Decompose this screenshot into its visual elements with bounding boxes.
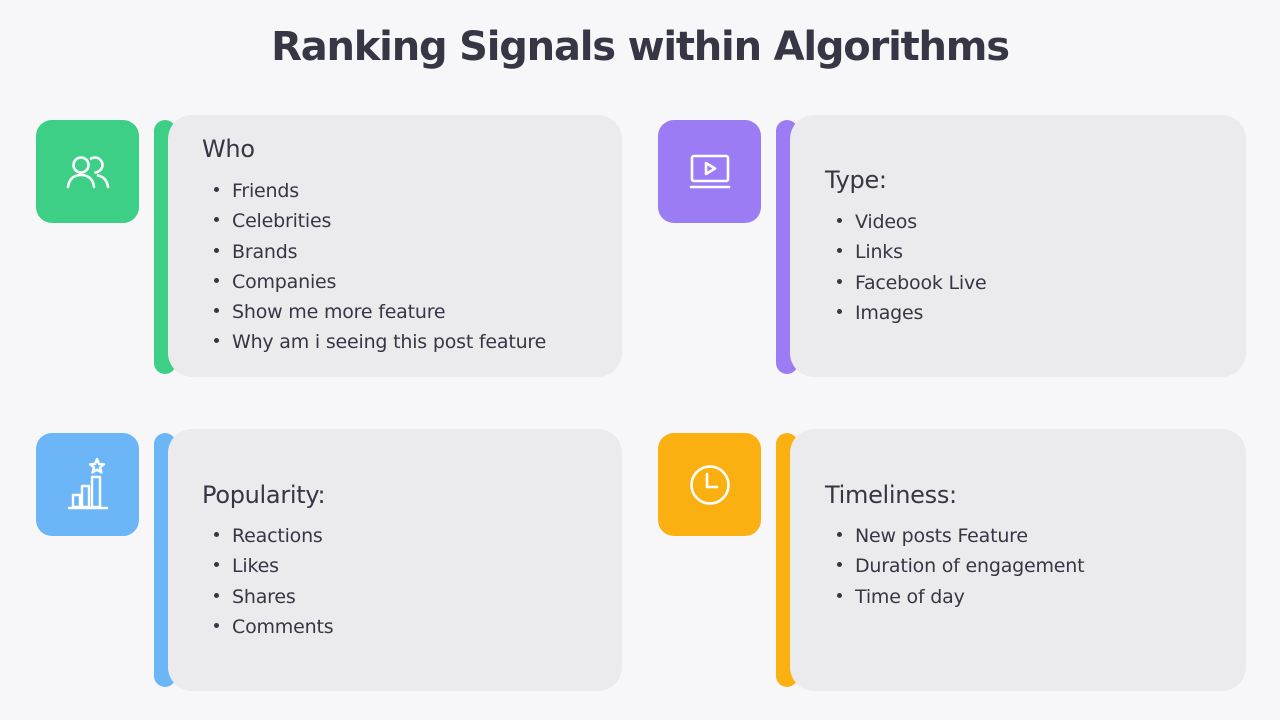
list-item: Shares [212, 582, 333, 612]
who-card: Who Friends Celebrities Brands Companies… [168, 115, 622, 377]
list-item: Friends [212, 176, 546, 206]
timeliness-list: New posts Feature Duration of engagement… [835, 521, 1085, 612]
list-item: Brands [212, 237, 546, 267]
list-item: Why am i seeing this post feature [212, 327, 546, 357]
bar-chart-star-icon [67, 457, 108, 509]
type-heading: Type: [825, 166, 887, 194]
clock-icon [689, 464, 730, 505]
users-icon [66, 155, 109, 188]
popularity-heading: Popularity: [202, 481, 326, 509]
who-heading: Who [202, 135, 255, 163]
list-item: Likes [212, 551, 333, 581]
list-item: Images [835, 298, 987, 328]
type-list: Videos Links Facebook Live Images [835, 207, 987, 328]
list-item: Duration of engagement [835, 551, 1085, 581]
list-item: Celebrities [212, 206, 546, 236]
list-item: Time of day [835, 582, 1084, 612]
popularity-card: Popularity: Reactions Likes Shares Comme… [168, 429, 622, 691]
timeliness-heading: Timeliness: [825, 481, 957, 509]
list-item: Facebook Live [835, 268, 987, 298]
type-icon-box [658, 120, 761, 223]
type-card: Type: Videos Links Facebook Live Images [790, 115, 1246, 377]
popularity-icon-box [36, 433, 139, 536]
list-item: Reactions [212, 521, 333, 551]
who-icon-box [36, 120, 139, 223]
page-title: Ranking Signals within Algorithms [271, 24, 1010, 70]
timeliness-card: Timeliness: New posts Feature Duration o… [790, 429, 1246, 691]
list-item: Companies [212, 267, 546, 297]
list-item: Comments [212, 612, 334, 642]
list-item: Videos [835, 207, 987, 237]
list-item: Links [835, 237, 987, 267]
list-item: New posts Feature [835, 521, 1084, 551]
who-list: Friends Celebrities Brands Companies Sho… [212, 176, 546, 358]
video-play-icon [689, 154, 730, 188]
popularity-list: Reactions Likes Shares Comments [212, 521, 334, 642]
timeliness-icon-box [658, 433, 761, 536]
list-item: Show me more feature [212, 297, 546, 327]
